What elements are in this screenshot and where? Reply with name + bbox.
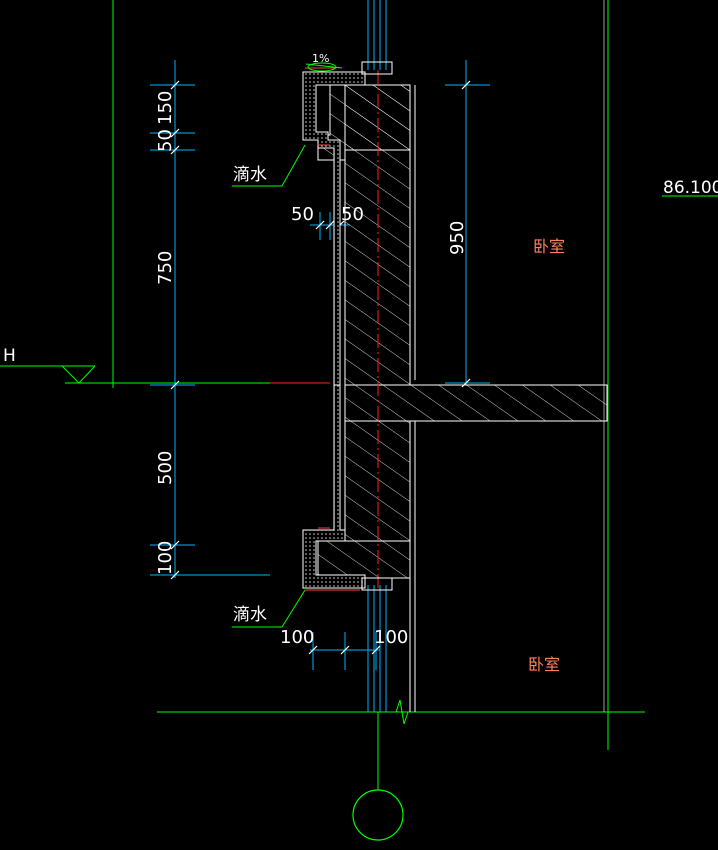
dim-50-right: 50 [341, 204, 364, 225]
dimension-lines [150, 0, 490, 712]
room-label-lower: 卧室 [528, 655, 560, 674]
dim-50-vertical: 50 [155, 129, 176, 152]
dim-950: 950 [447, 221, 468, 255]
lower-ledge [317, 540, 411, 579]
dim-150: 150 [155, 91, 176, 125]
drip-label-top: 滴水 [233, 165, 267, 185]
upper-ledge-insulation [302, 71, 366, 386]
axis-bubble [352, 789, 404, 841]
dim-100-right: 100 [374, 627, 408, 648]
dim-500: 500 [155, 451, 176, 485]
lower-insulation [302, 384, 366, 589]
dim-750: 750 [155, 251, 176, 285]
level-elevation: 86.100 [663, 178, 718, 198]
slope-label: 1% [312, 52, 329, 65]
upper-wall [317, 84, 411, 386]
floor-slab [344, 384, 608, 422]
room-label-upper: 卧室 [533, 237, 565, 256]
dim-100-vertical: 100 [155, 541, 176, 575]
green-reference-lines [0, 0, 718, 790]
level-letter: H [3, 346, 16, 366]
dim-100-left: 100 [280, 627, 314, 648]
drip-label-bottom: 滴水 [233, 605, 267, 625]
dim-50-left: 50 [291, 204, 314, 225]
